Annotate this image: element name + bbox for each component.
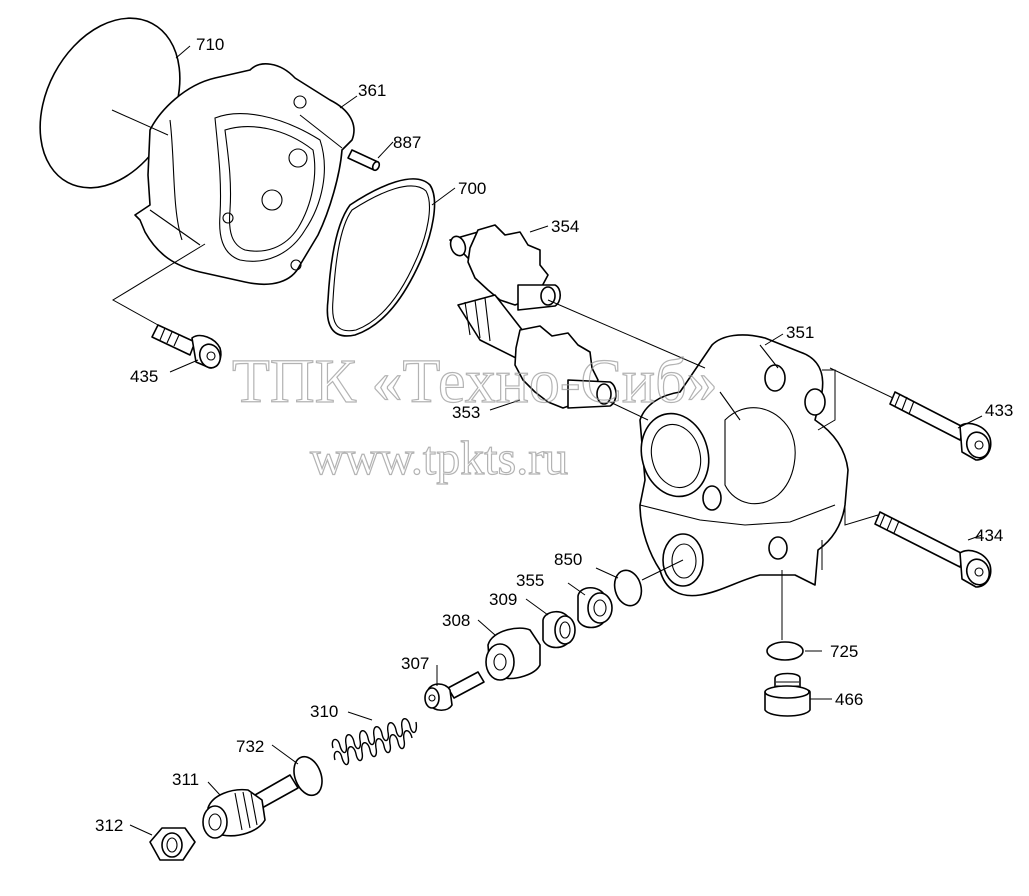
callout-307: 307 (401, 654, 429, 673)
callout-732: 732 (236, 737, 264, 756)
part-725-oring (766, 641, 804, 661)
callout-355: 355 (516, 571, 544, 590)
part-700-gasket (326, 178, 436, 337)
callout-309: 309 (489, 590, 517, 609)
callout-435: 435 (130, 367, 158, 386)
callout-labels: 710 361 887 700 354 351 435 353 433 434 … (95, 35, 1013, 835)
callout-434: 434 (975, 526, 1003, 545)
callout-310: 310 (310, 702, 338, 721)
callout-700: 700 (458, 179, 486, 198)
callout-710: 710 (196, 35, 224, 54)
callout-887: 887 (393, 133, 421, 152)
part-310-spring (331, 718, 418, 766)
callout-312: 312 (95, 816, 123, 835)
part-311-valve-plug (202, 774, 299, 839)
callout-354: 354 (551, 217, 579, 236)
part-466-plug (764, 672, 811, 717)
callout-308: 308 (442, 611, 470, 630)
part-433-bolt (889, 391, 992, 461)
callout-361: 361 (358, 81, 386, 100)
part-435-bolt (151, 324, 222, 369)
part-308-sleeve (485, 627, 541, 681)
part-887-pin (347, 149, 381, 172)
part-312-nut (149, 827, 196, 861)
watermark-line-2: www.tpkts.ru (310, 432, 568, 485)
part-850-circlip (613, 569, 643, 607)
part-353-shaft-gear (457, 294, 617, 409)
callout-850: 850 (554, 550, 582, 569)
callout-433: 433 (985, 401, 1013, 420)
callout-311: 311 (172, 770, 199, 789)
watermark-line-1: ТПК «Техно-Сиб» (232, 348, 718, 416)
callout-466: 466 (835, 690, 863, 709)
part-732-oring (293, 755, 323, 797)
callout-351: 351 (786, 323, 814, 342)
part-307-piston (424, 671, 485, 712)
callout-353: 353 (452, 403, 480, 422)
part-309-ring (542, 610, 576, 649)
leader-lines (111, 45, 983, 836)
watermark: ТПК «Техно-Сиб» www.tpkts.ru (231, 347, 718, 485)
part-434-bolt (874, 511, 992, 588)
callout-725: 725 (830, 642, 858, 661)
part-354-gear (449, 224, 562, 311)
part-355-bearing (577, 586, 613, 629)
part-361-cover (134, 63, 355, 286)
